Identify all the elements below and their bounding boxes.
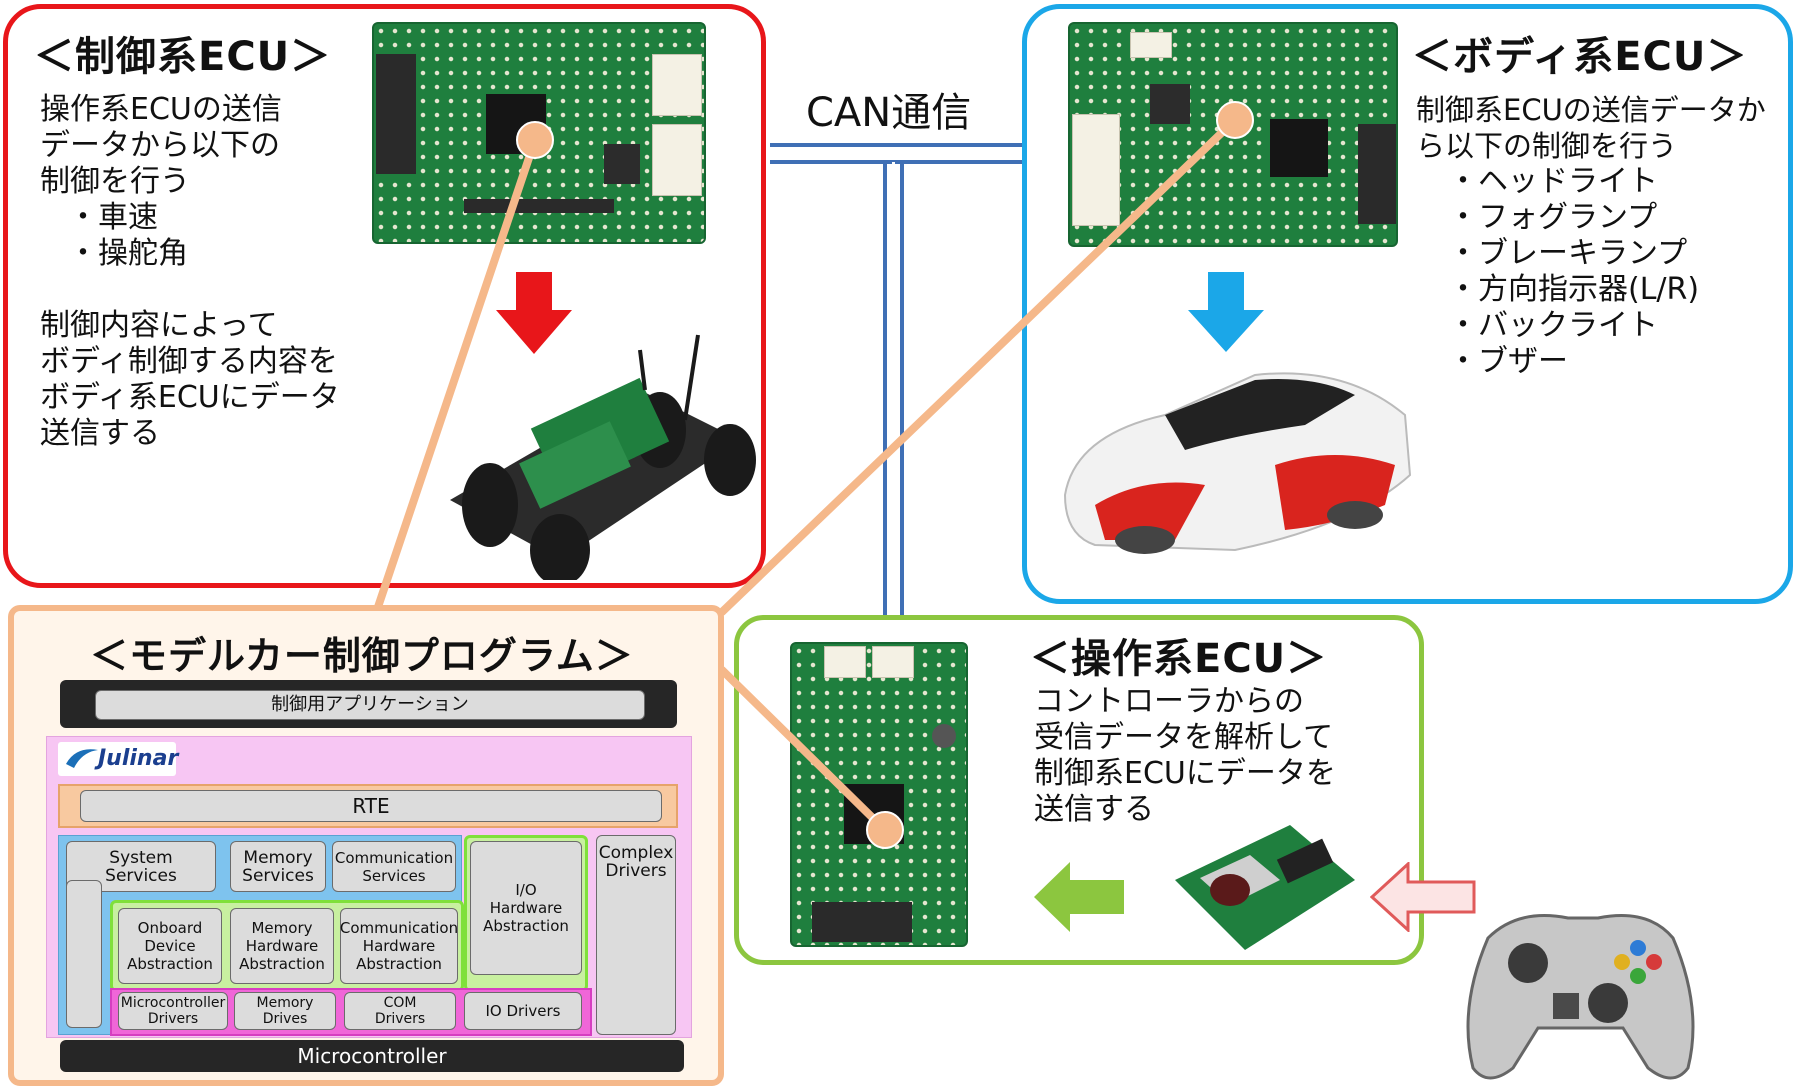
body-item: フォグランプ	[1448, 200, 1699, 236]
control-ecu-description-2: 制御内容によって ボディ制御する内容を ボディ系ECUにデータ 送信する	[40, 308, 340, 451]
body-ecu-board-image	[1068, 22, 1398, 247]
microcontroller-layer: Microcontroller	[60, 1040, 684, 1072]
body-ecu-title: ＜ボディ系ECU＞	[1412, 34, 1748, 80]
julinar-logo-icon	[66, 749, 98, 768]
control-ecu-description: 操作系ECUの送信 データから以下の 制御を行う	[40, 92, 282, 199]
rc-chassis-image	[450, 334, 756, 580]
system-services: System Services	[66, 841, 216, 892]
body-ecu-items: ヘッドライト フォグランプ ブレーキランプ 方向指示器(L/R) バックライト …	[1448, 164, 1699, 380]
com-drivers: COM Drivers	[344, 992, 456, 1030]
can-label: CAN通信	[806, 90, 972, 136]
operation-ecu-board-image	[790, 642, 968, 947]
body-item: ブザー	[1448, 344, 1699, 380]
usb-receiver-image	[1175, 825, 1355, 950]
memory-hardware-abstraction: Memory Hardware Abstraction	[230, 908, 334, 984]
complex-drivers: Complex Drivers	[596, 835, 676, 1035]
memory-drives: Memory Drives	[234, 992, 336, 1030]
body-ecu-description: 制御系ECUの送信データか ら以下の制御を行う	[1416, 93, 1766, 163]
communication-services: Communication Services	[332, 841, 456, 892]
body-item: ヘッドライト	[1448, 164, 1699, 200]
io-hardware-abstraction: I/O Hardware Abstraction	[470, 841, 582, 975]
arrow-down-icon	[1188, 272, 1264, 352]
communication-hardware-abstraction: Communication Hardware Abstraction	[340, 908, 458, 984]
memory-services: Memory Services	[230, 841, 326, 892]
rte-layer: RTE	[80, 790, 662, 822]
microcontroller-drivers: Microcontroller Drivers	[118, 992, 228, 1030]
control-ecu-board-image	[372, 22, 706, 244]
body-item: ブレーキランプ	[1448, 236, 1699, 272]
control-item: 操舵角	[68, 236, 188, 272]
program-title: ＜モデルカー制御プログラム＞	[90, 634, 634, 678]
arrow-left-icon	[1370, 862, 1476, 932]
io-drivers: IO Drivers	[464, 992, 582, 1030]
control-ecu-title: ＜制御系ECU＞	[34, 34, 332, 80]
body-item: 方向指示器(L/R)	[1448, 272, 1699, 308]
gamepad-image	[1466, 914, 1695, 1080]
application-layer: 制御用アプリケーション	[95, 690, 645, 720]
control-ecu-items: 車速 操舵角	[68, 200, 188, 272]
body-item: バックライト	[1448, 308, 1699, 344]
car-body-image	[1063, 372, 1412, 554]
operation-ecu-description: コントローラからの 受信データを解析して 制御系ECUにデータを 送信する	[1034, 684, 1336, 827]
system-services-stem	[66, 880, 102, 1028]
arrow-left-icon	[1034, 862, 1124, 932]
operation-ecu-title: ＜操作系ECU＞	[1030, 636, 1328, 682]
onboard-device-abstraction: Onboard Device Abstraction	[118, 908, 222, 984]
control-item: 車速	[68, 200, 188, 236]
julinar-logo-text: Julinar	[98, 746, 179, 771]
